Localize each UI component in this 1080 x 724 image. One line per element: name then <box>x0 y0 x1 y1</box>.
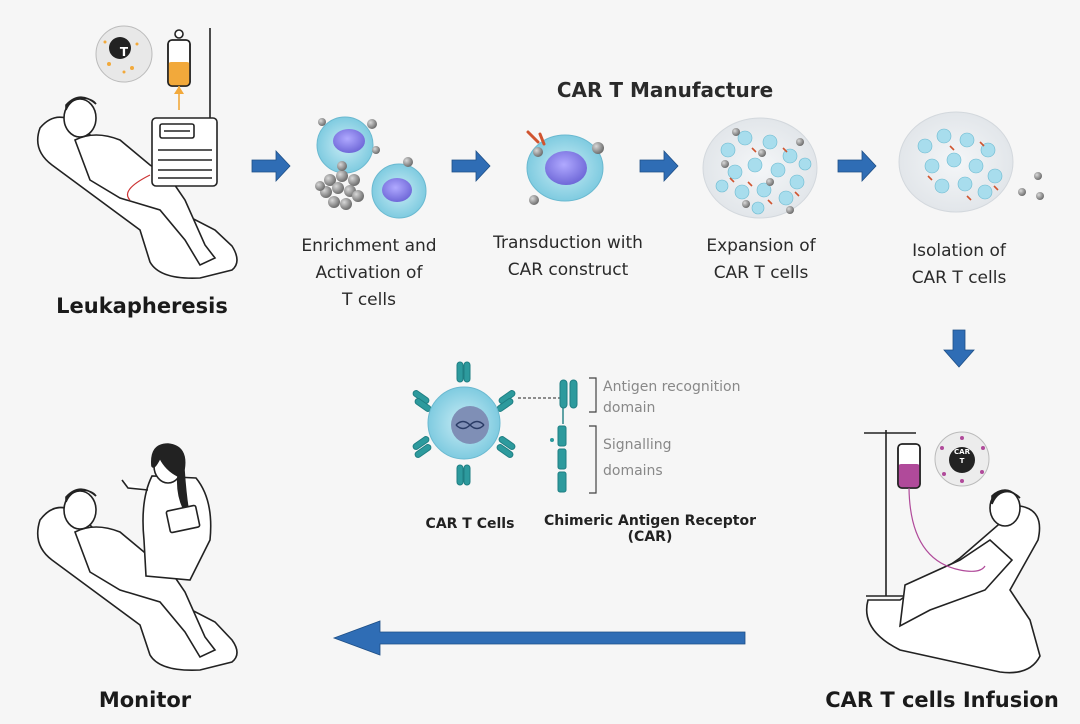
flow-arrows <box>251 149 975 656</box>
leukapheresis-illustration <box>36 28 238 279</box>
signalling-label-line-2: domains <box>603 463 663 479</box>
step-transduction: Transduction with CAR construct <box>483 230 653 284</box>
antigen-label-line-2: domain <box>603 400 656 416</box>
car-badge-line-2: T <box>959 457 965 465</box>
antigen-recognition-label: Antigen recognition domain <box>603 377 763 419</box>
isolation-dish <box>898 111 1044 213</box>
car-t-badge-icon <box>934 431 990 487</box>
arrow-3-icon <box>639 149 679 183</box>
step-transduction-line-2: CAR construct <box>507 260 629 280</box>
car-badge-text: CAR T <box>948 448 976 466</box>
step-isolation: Isolation of CAR T cells <box>874 238 1044 292</box>
antigen-label-line-1: Antigen recognition <box>603 379 741 395</box>
step-isolation-line-1: Isolation of <box>912 241 1006 261</box>
signalling-label-line-1: Signalling <box>603 437 672 453</box>
car-receptor-caption: Chimeric Antigen Receptor (CAR) <box>544 513 756 545</box>
infusion-illustration <box>864 430 1041 674</box>
arrow-long-left-icon <box>332 620 746 656</box>
step-monitor: Monitor <box>98 688 192 712</box>
arrow-down-icon <box>943 329 975 368</box>
step-enrichment: Enrichment and Activation of T cells <box>284 233 454 314</box>
car-receptor-icon <box>550 377 597 494</box>
car-badge-line-1: CAR <box>954 448 970 456</box>
car-t-cells-caption: CAR T Cells <box>425 516 515 532</box>
step-isolation-line-2: CAR T cells <box>911 268 1007 288</box>
t-cell-badge-icon <box>95 25 153 83</box>
arrow-1-icon <box>251 149 291 183</box>
car-t-cell-icon <box>412 361 560 486</box>
enrichment-cells <box>315 116 427 219</box>
transduction-cell <box>526 130 604 205</box>
step-infusion: CAR T cells Infusion <box>825 688 1059 712</box>
manufacture-title: CAR T Manufacture <box>556 78 774 102</box>
step-enrichment-line-1: Enrichment and <box>301 236 437 256</box>
step-leukapheresis: Leukapheresis <box>56 294 228 318</box>
step-enrichment-line-2: Activation of <box>315 263 423 283</box>
step-expansion-line-1: Expansion of <box>706 236 816 256</box>
t-badge-letter: T <box>119 45 129 59</box>
arrow-2-icon <box>451 149 491 183</box>
monitor-illustration <box>36 443 238 672</box>
expansion-dish <box>702 117 818 219</box>
step-expansion-line-2: CAR T cells <box>713 263 809 283</box>
step-transduction-line-1: Transduction with <box>493 233 643 253</box>
step-enrichment-line-3: T cells <box>342 290 396 310</box>
arrow-4-icon <box>837 149 877 183</box>
signalling-domains-label: Signalling domains <box>603 432 763 484</box>
step-expansion: Expansion of CAR T cells <box>676 233 846 287</box>
